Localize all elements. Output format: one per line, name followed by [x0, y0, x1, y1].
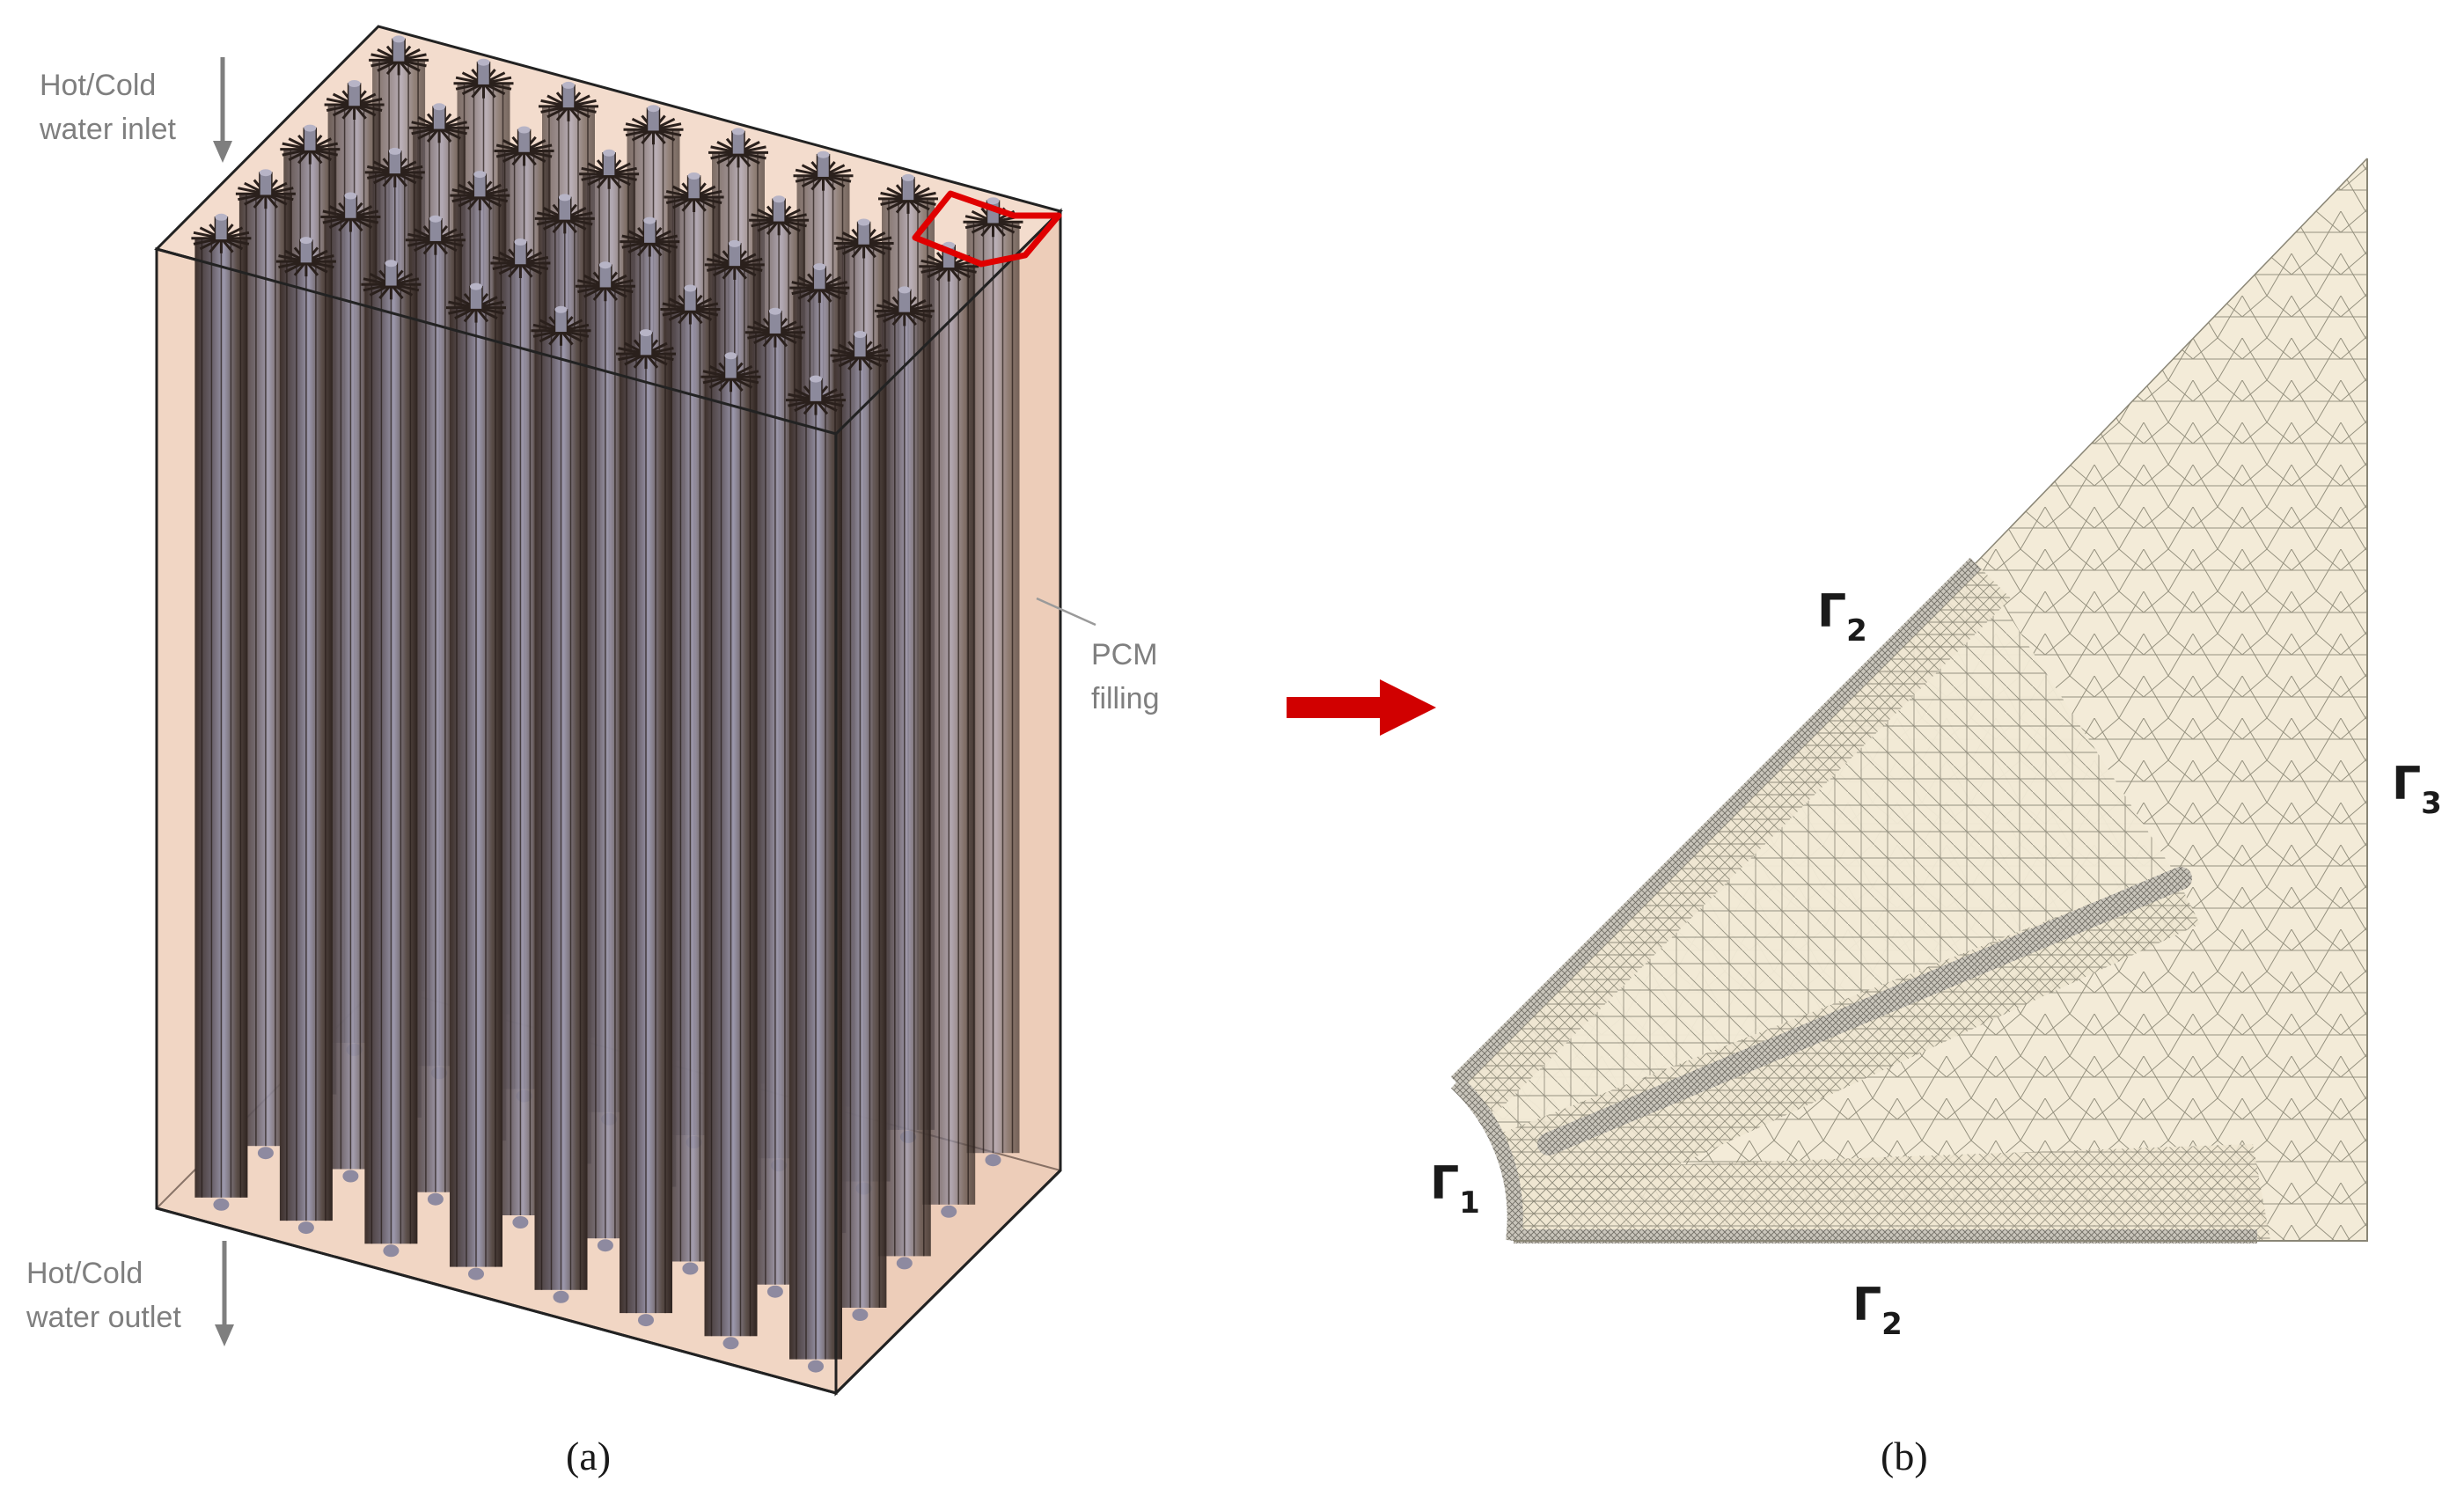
gamma1-label: Γ1 [1430, 1157, 1480, 1221]
finned-tube [919, 241, 979, 1218]
finned-tube [191, 213, 252, 1211]
outlet-arrow-icon [215, 1241, 234, 1346]
gamma2-bottom-label: Γ2 [1852, 1279, 1903, 1342]
panel-b-label: (b) [1881, 1434, 1928, 1478]
finned-tube-array [191, 35, 1023, 1373]
outlet-label-line1: Hot/Cold [26, 1257, 143, 1290]
gamma2-top-label: Γ2 [1817, 585, 1867, 649]
outlet-label-line2: water outlet [26, 1301, 181, 1334]
panel-a-label: (a) [566, 1434, 611, 1478]
finned-tube [616, 329, 676, 1327]
tank-diagram: Hot/Cold water inlet Hot/Cold water outl… [26, 25, 1159, 1478]
finned-tube [531, 305, 591, 1303]
finned-tube [361, 260, 422, 1258]
inlet-label-line1: Hot/Cold [40, 69, 156, 102]
unit-cell-highlight [912, 190, 1062, 268]
wall-band-top [1450, 557, 1982, 1089]
inlet-label-line2: water inlet [39, 113, 177, 146]
mesh-diagram: Γ1 Γ2 Γ2 Γ3 (b) [1430, 158, 2442, 1478]
pcm-leader-line [1036, 597, 1096, 627]
finned-tube [275, 237, 336, 1235]
finned-tube [446, 282, 506, 1280]
fin-band [1537, 867, 2192, 1155]
pcm-label-line2: filling [1091, 682, 1159, 715]
gamma3-label: Γ3 [2392, 758, 2442, 821]
inlet-arrow-icon [213, 57, 232, 163]
tube-wall-arc [1450, 1076, 1523, 1243]
finned-tube [700, 352, 761, 1350]
pcm-label-line1: PCM [1091, 638, 1158, 671]
transition-arrow-icon [1287, 679, 1436, 736]
